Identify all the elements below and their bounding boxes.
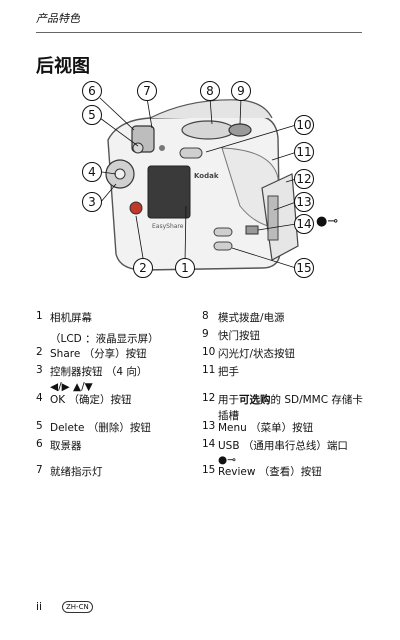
parts-list-item: 11 把手 (202, 364, 239, 379)
part-number: 3 (36, 364, 43, 376)
callout-5: 5 (82, 105, 102, 125)
callout-4: 4 (82, 162, 102, 182)
flash-status-button (179, 147, 203, 159)
parts-list-item: 6 取景器 (36, 438, 82, 453)
part-label-emphasis: 可选购 (239, 394, 271, 406)
usb-icon: ●⊸ (316, 214, 339, 229)
parts-list-item: 13 Menu （菜单）按钮 (202, 420, 313, 435)
callout-15: 15 (294, 258, 314, 278)
model-text: EasyShare (152, 223, 184, 230)
camera-back-view-figure: Kodak EasyShare (40, 78, 370, 290)
part-label: 就绪指示灯 (50, 466, 103, 478)
ready-light (159, 145, 165, 151)
part-label: 用于可选购的 SD/MMC 存储卡 (218, 392, 363, 407)
callout-1: 1 (175, 258, 195, 278)
usb-port (245, 225, 259, 235)
parts-list-item: 14 USB （通用串行总线）端口 ●⊸ (202, 438, 348, 466)
part-label: 控制器按钮 （4 向） (50, 366, 148, 378)
review-button (213, 241, 233, 251)
callout-14: 14 (294, 214, 314, 234)
callout-11: 11 (294, 142, 314, 162)
parts-list-item: 2 Share （分享）按钮 (36, 346, 147, 361)
part-number: 14 (202, 438, 216, 450)
parts-list-item: 9 快门按钮 (202, 328, 260, 343)
part-number: 10 (202, 346, 216, 358)
sd-card-slot (267, 195, 279, 241)
ok-button (114, 168, 126, 180)
parts-list-item: 8 模式拨盘/电源 (202, 310, 285, 325)
callout-9: 9 (231, 81, 251, 101)
part-label: USB （通用串行总线）端口 (218, 440, 348, 452)
part-number: 4 (36, 392, 43, 404)
part-number: 13 (202, 420, 216, 432)
part-label: 取景器 (50, 440, 82, 452)
part-sublabel: 插槽 (218, 410, 239, 422)
language-badge: ZH-CN (62, 601, 93, 613)
part-label: 相机屏幕 (50, 312, 92, 324)
parts-list-item: 1 相机屏幕 （LCD ：液晶显示屏） (36, 310, 159, 346)
parts-list-item: 3 控制器按钮 （4 向） ◀/▶ ▲/▼ (36, 364, 147, 393)
part-label-prefix: 用于 (218, 394, 239, 406)
part-number: 9 (202, 328, 209, 340)
part-label: OK （确定）按钮 (50, 394, 132, 406)
part-label: Delete （删除）按钮 (50, 422, 151, 434)
callout-12: 12 (294, 169, 314, 189)
part-number: 5 (36, 420, 43, 432)
part-sublabel: （LCD ：液晶显示屏） (50, 333, 159, 345)
page-number: ii (36, 600, 43, 613)
callout-8: 8 (200, 81, 220, 101)
section-header: 产品特色 (36, 12, 80, 25)
callout-7: 7 (137, 81, 157, 101)
part-number: 8 (202, 310, 209, 322)
menu-button (213, 227, 233, 237)
parts-list-item: 10 闪光灯/状态按钮 (202, 346, 295, 361)
brand-text: Kodak (194, 172, 219, 180)
part-label-suffix: 的 SD/MMC 存储卡 (270, 394, 363, 406)
part-label: 把手 (218, 366, 239, 378)
part-label: 快门按钮 (218, 330, 260, 342)
delete-button (132, 142, 144, 154)
part-label: Share （分享）按钮 (50, 348, 147, 360)
part-sublabel: ◀/▶ ▲/▼ (50, 381, 93, 393)
part-number: 1 (36, 310, 43, 322)
page-title: 后视图 (36, 56, 90, 77)
part-label: Menu （菜单）按钮 (218, 422, 314, 434)
header-divider (36, 32, 362, 33)
parts-list-item: 15 Review （查看）按钮 (202, 464, 322, 479)
callout-3: 3 (82, 192, 102, 212)
part-number: 12 (202, 392, 216, 404)
part-label: 模式拨盘/电源 (218, 312, 285, 324)
callout-10: 10 (294, 115, 314, 135)
parts-list-item: 12 用于可选购的 SD/MMC 存储卡 插槽 (202, 392, 363, 423)
part-number: 7 (36, 464, 43, 476)
camera-illustration: Kodak EasyShare (99, 97, 299, 271)
shutter-button (228, 123, 252, 137)
leader-lines (99, 97, 298, 269)
parts-list-item: 7 就绪指示灯 (36, 464, 103, 479)
callout-13: 13 (294, 192, 314, 212)
mode-dial (181, 120, 235, 140)
part-number: 15 (202, 464, 216, 476)
part-number: 11 (202, 364, 216, 376)
parts-list-item: 5 Delete （删除）按钮 (36, 420, 151, 435)
lcd-screen (147, 165, 191, 219)
part-label: Review （查看）按钮 (218, 466, 322, 478)
part-number: 2 (36, 346, 43, 358)
parts-list-item: 4 OK （确定）按钮 (36, 392, 132, 407)
share-button (129, 201, 143, 215)
part-number: 6 (36, 438, 43, 450)
callout-6: 6 (82, 81, 102, 101)
callout-2: 2 (133, 258, 153, 278)
usb-icon: ●⊸ (218, 454, 236, 466)
part-label: 闪光灯/状态按钮 (218, 348, 296, 360)
